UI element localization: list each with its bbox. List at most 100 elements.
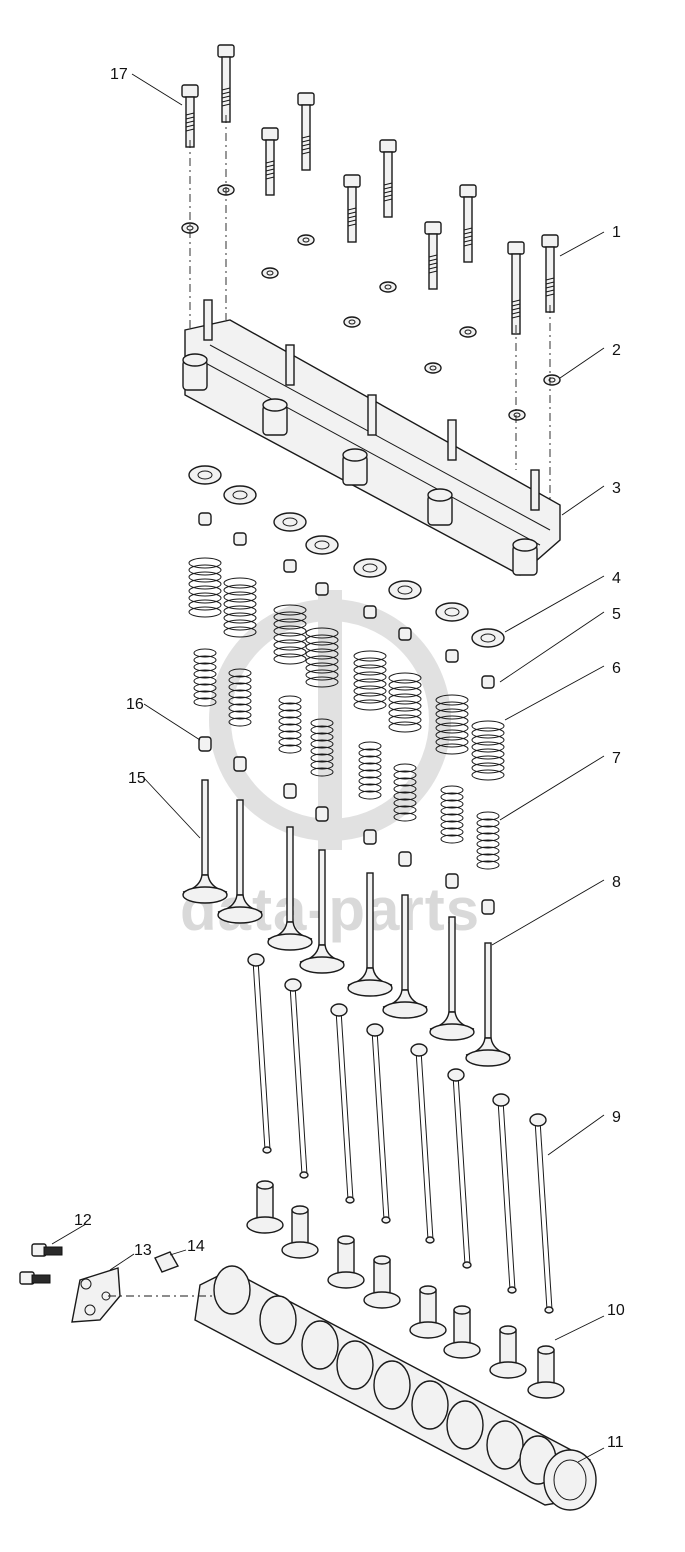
push-rod [366, 1023, 391, 1224]
cam-lobe [213, 1265, 251, 1315]
cam-lobe [373, 1360, 411, 1410]
valve-cotter [315, 582, 329, 596]
valve-seal [445, 873, 459, 889]
tappet [489, 1325, 527, 1379]
callout-9: 9 [547, 1109, 621, 1156]
adjuster-screw [447, 419, 457, 461]
rocker-pedestal [262, 398, 288, 436]
cam-lobe [259, 1295, 297, 1345]
valve-column [217, 485, 263, 924]
callout-label: 5 [612, 606, 621, 623]
valve-cotter [398, 627, 412, 641]
valve-seal [315, 806, 329, 822]
leader-line [491, 879, 605, 946]
bolt [459, 184, 477, 263]
push-rod [529, 1113, 554, 1314]
valve-column [382, 580, 428, 1019]
tappet [246, 1180, 284, 1234]
spring-retainer [188, 465, 222, 485]
tappets [246, 1180, 565, 1399]
callout-label: 9 [612, 1109, 621, 1126]
thrust-plate-bolts [19, 1243, 63, 1285]
washers [181, 115, 561, 500]
callout-label: 4 [612, 570, 621, 587]
valve-seal [398, 851, 412, 867]
callout-7: 7 [499, 750, 621, 821]
valve-seal [233, 756, 247, 772]
leader-line [504, 665, 605, 721]
washer [424, 362, 442, 374]
bolt [343, 174, 361, 243]
callout-16: 16 [126, 696, 201, 741]
leader-line [554, 1315, 605, 1341]
leader-line [143, 703, 201, 741]
callout-2: 2 [559, 342, 621, 379]
valve-cotter [198, 512, 212, 526]
washer [543, 374, 561, 386]
washer [379, 281, 397, 293]
adjuster-screw [367, 394, 377, 436]
callout-3: 3 [561, 480, 621, 516]
leader-line [547, 1114, 605, 1156]
leader-line [559, 231, 605, 257]
callout-4: 4 [504, 570, 621, 633]
bolt [507, 241, 525, 335]
callout-label: 3 [612, 480, 621, 497]
spring-retainer [223, 485, 257, 505]
callout-label: 7 [612, 750, 621, 767]
adjuster-screw [203, 299, 213, 341]
callout-label: 8 [612, 874, 621, 891]
callout-15: 15 [128, 770, 201, 839]
callout-label: 14 [187, 1238, 205, 1255]
callout-11: 11 [577, 1434, 624, 1463]
woodruff-key [154, 1251, 180, 1273]
spring-retainer [305, 535, 339, 555]
leader-line [561, 485, 605, 516]
callout-label: 13 [134, 1242, 152, 1259]
push-rod [447, 1068, 472, 1269]
bolt [261, 127, 279, 196]
washer [459, 326, 477, 338]
push-rods [247, 953, 554, 1314]
spring-retainer [273, 512, 307, 532]
valve-column [465, 628, 511, 1067]
tappet [443, 1305, 481, 1359]
callout-10: 10 [554, 1302, 625, 1341]
leader-line [131, 73, 183, 106]
cam-lobe [301, 1320, 339, 1370]
callout-label: 17 [110, 66, 128, 83]
valve-seal [198, 736, 212, 752]
rocker-pedestal [182, 353, 208, 391]
tappet [363, 1255, 401, 1309]
bolt [217, 44, 235, 123]
valve-seal [481, 899, 495, 915]
spring-retainer [435, 602, 469, 622]
valve-column [347, 558, 393, 997]
callout-14: 14 [169, 1238, 205, 1256]
valve-seal [363, 829, 377, 845]
leader-line [577, 1447, 605, 1463]
push-rod [410, 1043, 435, 1244]
valve-column [299, 535, 345, 974]
valve-cotter [481, 675, 495, 689]
spring-retainer [388, 580, 422, 600]
valve-cotter [233, 532, 247, 546]
cam-lobe [446, 1400, 484, 1450]
spring-retainer [353, 558, 387, 578]
push-rod [330, 1003, 355, 1204]
valve-column [267, 512, 313, 951]
bolt [181, 84, 199, 148]
leader-line [499, 611, 605, 683]
callout-label: 10 [607, 1302, 625, 1319]
cam-lobe [411, 1380, 449, 1430]
leader-line [109, 1253, 135, 1271]
tappet [327, 1235, 365, 1289]
leader-line [559, 347, 605, 379]
tappet [281, 1205, 319, 1259]
bolt [379, 139, 397, 218]
valve-cotter [445, 649, 459, 663]
bolt [297, 92, 315, 171]
callout-label: 16 [126, 696, 144, 713]
